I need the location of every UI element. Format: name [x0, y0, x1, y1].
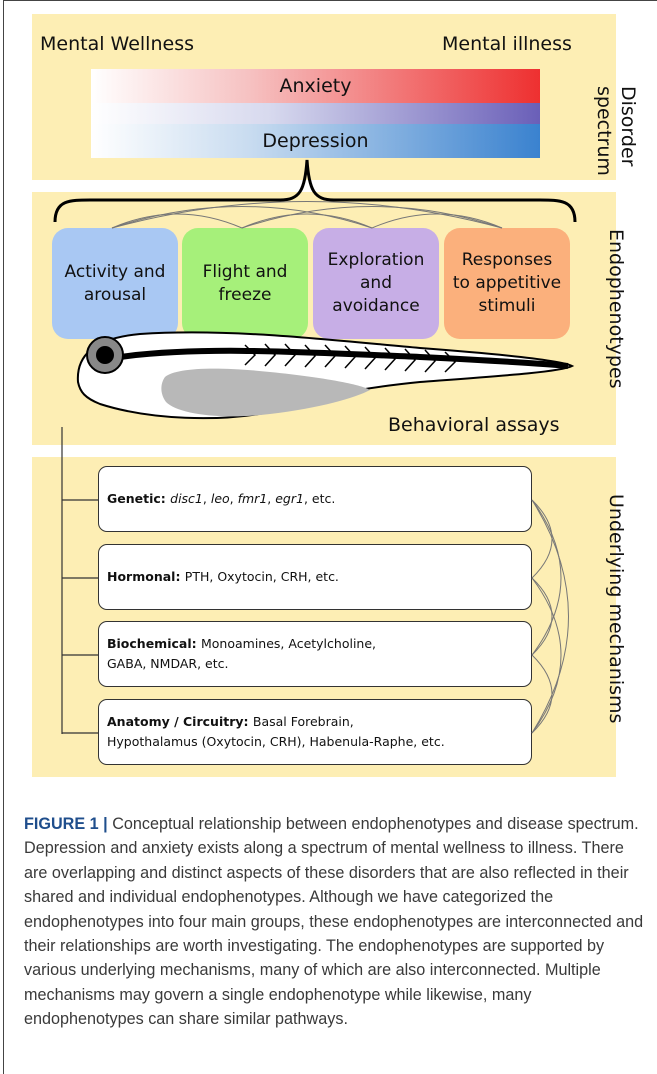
caption-text: Conceptual relationship between endophen…: [24, 815, 643, 1028]
diagram-overlay: [0, 0, 657, 800]
endophenotype-interconnections: [112, 202, 502, 229]
mechanism-tree-connector: [62, 427, 98, 734]
spectrum-brace: [55, 160, 575, 222]
figure-caption: FIGURE 1 | Conceptual relationship betwe…: [24, 812, 644, 1032]
fish-eye-inner: [96, 346, 114, 364]
figure-label: FIGURE 1 |: [24, 815, 108, 833]
mechanism-interconnections: [532, 500, 569, 733]
zebrafish-larva-illustration: [78, 332, 572, 418]
